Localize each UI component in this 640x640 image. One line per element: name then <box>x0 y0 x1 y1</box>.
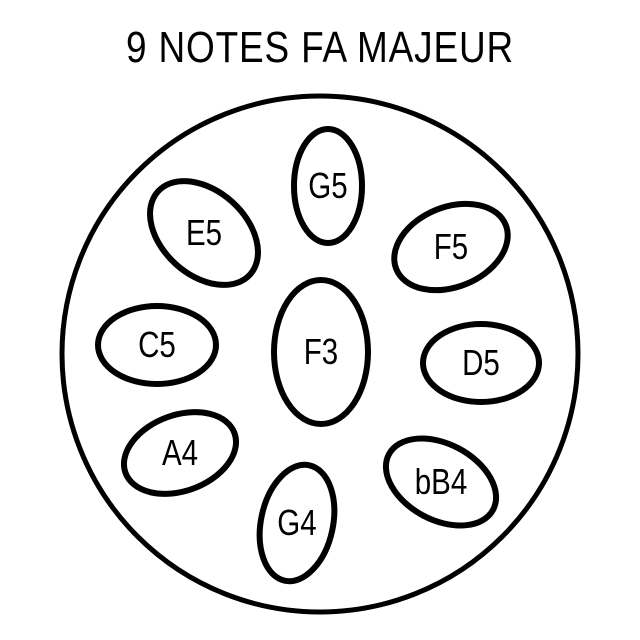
note-label: E5 <box>186 212 222 252</box>
note-e5: E5 <box>147 178 261 288</box>
handpan-shell <box>59 93 581 615</box>
note-label: D5 <box>462 342 500 382</box>
note-field-ellipse <box>95 303 219 387</box>
note-g4: G4 <box>256 461 338 585</box>
note-field-ellipse <box>271 277 371 427</box>
note-label: G4 <box>277 502 316 542</box>
note-field-ellipse <box>291 126 365 246</box>
note-a4: A4 <box>120 409 240 497</box>
diagram-title-text: 9 NOTES FA MAJEUR <box>125 23 515 72</box>
note-g5: G5 <box>291 126 365 246</box>
note-label: bB4 <box>415 461 468 501</box>
note-field-ellipse <box>120 409 240 497</box>
note-label: A4 <box>162 432 198 472</box>
note-label: F3 <box>304 331 338 371</box>
note-field-ellipse <box>256 461 338 585</box>
note-label: C5 <box>138 324 176 364</box>
note-field-ellipse <box>420 321 542 405</box>
note-f5: F5 <box>391 200 511 294</box>
note-field-ellipse <box>391 200 511 294</box>
note-label: F5 <box>434 226 468 266</box>
note-c5: C5 <box>95 303 219 387</box>
note-label: G5 <box>308 165 347 205</box>
note-field-ellipse <box>382 435 500 529</box>
note-d5: D5 <box>420 321 542 405</box>
diagram-title: 9 NOTES FA MAJEUR <box>0 22 640 74</box>
note-field-ellipse <box>147 178 261 288</box>
note-f3: F3 <box>271 277 371 427</box>
note-bb4: bB4 <box>382 435 500 529</box>
